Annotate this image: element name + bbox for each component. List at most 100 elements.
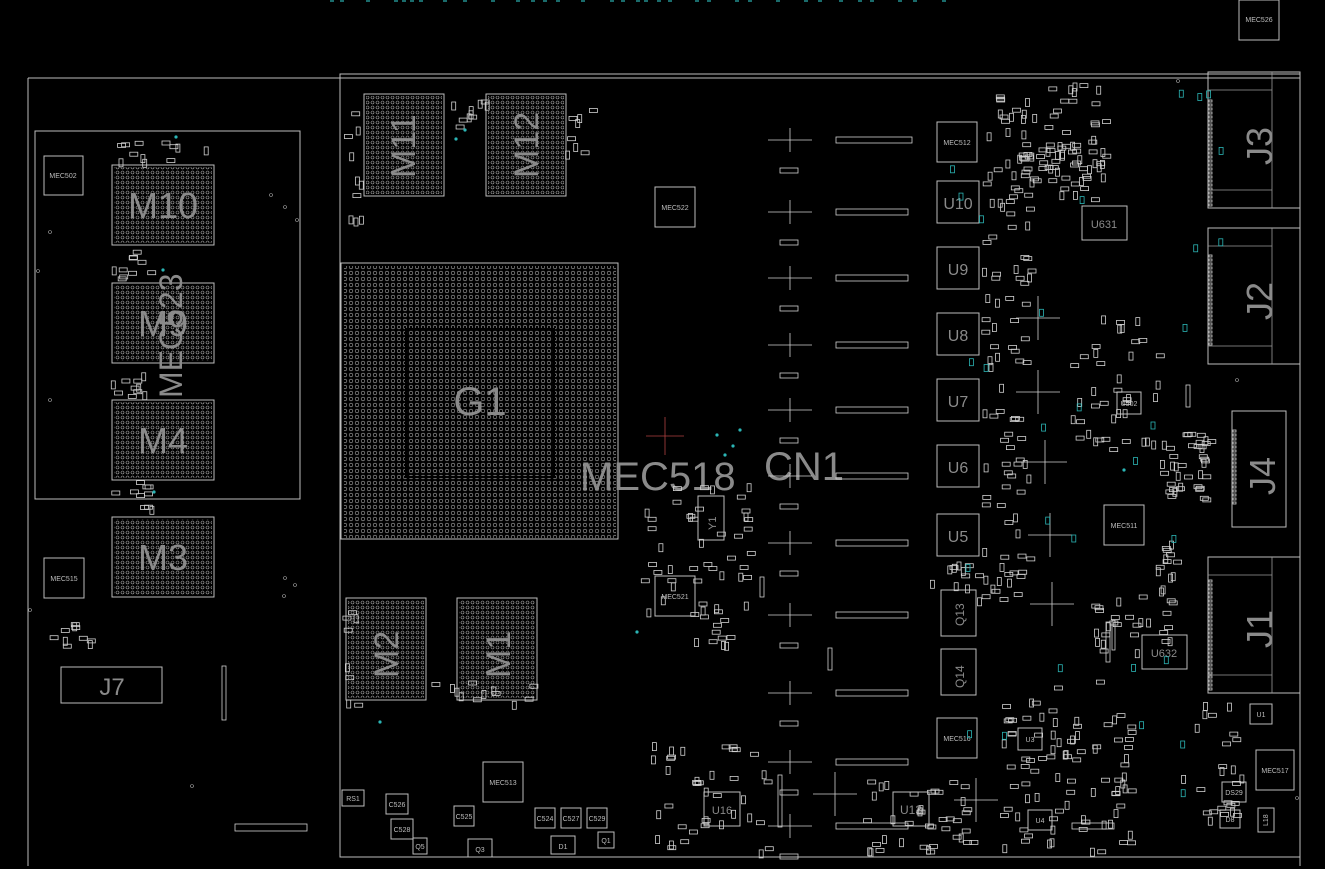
passive [345,675,355,681]
passive [1230,807,1235,817]
connector-pin [1208,187,1213,191]
passive [991,275,1001,281]
passive [703,816,709,826]
passive [1195,485,1205,491]
passive [1188,443,1197,449]
cyan-pad [958,192,964,201]
passive [728,744,738,750]
passive [1023,151,1033,157]
passive [1113,809,1119,818]
passive [1199,495,1209,501]
connector-pin [1232,453,1237,457]
connector-pin [1208,599,1213,603]
passive [709,770,715,780]
passive [1164,625,1173,630]
passive [1100,159,1105,169]
connector-pin [1208,199,1213,203]
passive [987,171,993,181]
passive [990,344,999,350]
passive [670,582,676,592]
passive [1127,730,1137,735]
passive [1000,554,1010,560]
passive [472,697,482,703]
passive [982,409,988,419]
connector-pin [1208,659,1213,663]
passive [1122,397,1132,403]
passive [694,780,704,786]
passive [1239,774,1245,784]
passive [1233,813,1242,818]
connector-pin [1208,183,1213,187]
passive [1006,445,1015,451]
passive [981,329,991,335]
passive [992,323,997,332]
passive [1100,173,1106,183]
via [731,444,735,448]
passive [1079,83,1089,88]
m3-label: M3 [138,537,188,578]
passive [1022,459,1028,469]
q1-label: Q1 [601,838,610,845]
passive [1048,178,1058,184]
cyan-pad [1171,535,1177,543]
via [161,268,165,272]
connector-pin [1208,651,1213,655]
cyan-pad [1041,423,1046,432]
cyan-pad [1193,244,1199,253]
connector-pin [1208,663,1213,667]
passive [1000,202,1005,212]
passive [458,117,468,123]
passive [1056,738,1062,748]
passive [511,700,517,710]
passive [1018,152,1028,158]
passive [989,413,999,419]
mec511-label: MEC511 [1111,523,1138,530]
passive [140,154,146,164]
passive [1219,767,1225,776]
passive [1060,98,1070,104]
passive [918,805,924,814]
passive [1230,765,1236,775]
passive [667,845,677,851]
passive [941,826,951,832]
passive [667,578,677,584]
connector-pin [1208,655,1213,659]
passive [1217,805,1227,811]
passive [1066,789,1076,795]
passive [919,844,929,850]
passive [1202,710,1208,720]
passive [987,356,993,366]
passive [743,601,749,611]
passive [1146,618,1151,628]
u1-label: U1 [1257,712,1266,719]
connector-pin [1208,607,1213,611]
u631-label: U631 [1091,219,1117,231]
passive [129,489,139,495]
connector-pin [1208,278,1213,282]
passive [1060,186,1070,192]
passive [1109,620,1119,626]
passive [673,486,682,492]
passive [868,848,874,858]
passive [1145,437,1150,447]
passive [656,810,662,820]
passive [1167,637,1173,647]
passive [666,755,676,761]
passive [963,807,973,813]
passive [1207,816,1213,826]
passive [1004,520,1014,525]
cyan-pad [1079,196,1085,205]
passive [1014,188,1024,194]
passive [1121,772,1127,782]
mec517-label: MEC517 [1261,768,1288,775]
passive [1101,820,1107,830]
u5-label: U5 [948,529,969,546]
cyan-pad [1139,721,1144,730]
passive [1101,436,1111,442]
connector-pin [1208,266,1213,270]
passive [667,754,676,760]
passive [731,809,736,819]
passive [1025,221,1031,231]
passive [1091,197,1100,203]
passive [995,298,1000,308]
